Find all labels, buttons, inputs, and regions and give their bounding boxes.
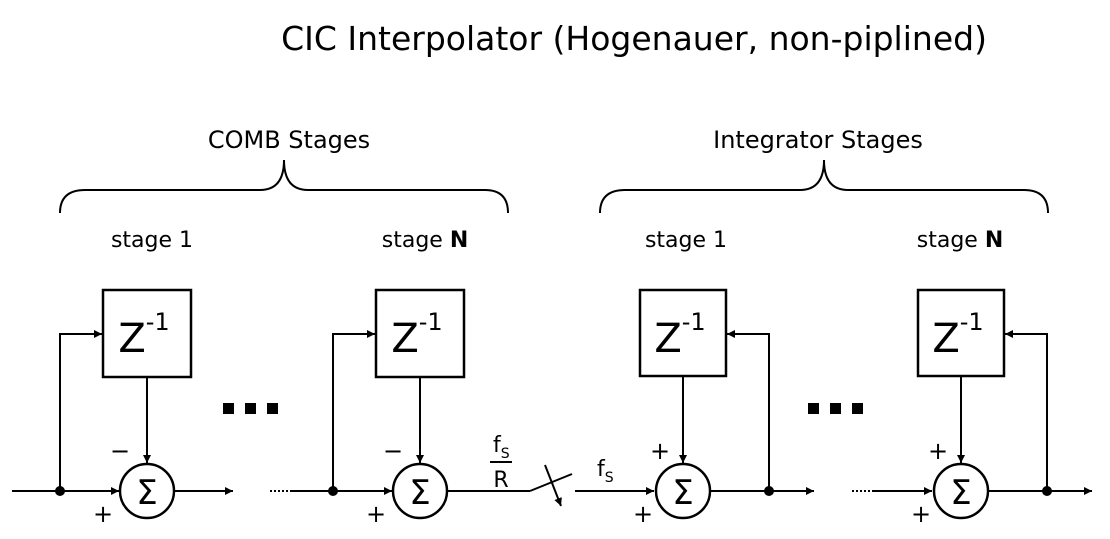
comb-ellipsis bbox=[223, 403, 278, 414]
plus-sign-bottom: + bbox=[911, 500, 931, 528]
integrator-stage-n-label: stage N bbox=[917, 228, 1003, 253]
ellipsis-dot bbox=[267, 403, 278, 414]
delay-block bbox=[101, 288, 193, 379]
comb-stage-n-label: stage N bbox=[382, 228, 468, 253]
rate-output: fS bbox=[597, 457, 614, 486]
delay-label: Z-1 bbox=[391, 308, 442, 362]
ellipsis-dot bbox=[223, 403, 234, 414]
minus-sign: − bbox=[383, 437, 403, 465]
ellipsis-dot bbox=[830, 403, 841, 414]
integrator-stage-1-label: stage 1 bbox=[645, 228, 727, 253]
diagram-title: CIC Interpolator (Hogenauer, non-pipline… bbox=[281, 19, 987, 58]
rate-denominator: R bbox=[493, 468, 508, 493]
comb-stages-label: COMB Stages bbox=[208, 126, 370, 154]
ellipsis-dot bbox=[808, 403, 819, 414]
delay-label: Z-1 bbox=[654, 308, 705, 362]
comb-stage-1-label: stage 1 bbox=[111, 228, 193, 253]
plus-sign-top: + bbox=[928, 437, 948, 465]
delay-label: Z-1 bbox=[118, 308, 169, 362]
integrator-stage-n: Z-1 Σ + + bbox=[852, 288, 1092, 528]
integrator-stage-1: Z-1 Σ + + bbox=[575, 288, 814, 528]
sigma-symbol: Σ bbox=[409, 473, 430, 513]
integrator-ellipsis bbox=[808, 403, 863, 414]
sigma-symbol: Σ bbox=[950, 473, 971, 513]
comb-stage-n: Z-1 Σ − + bbox=[270, 288, 530, 528]
feedback-line bbox=[1005, 330, 1048, 491]
comb-stage-1: Z-1 Σ − + bbox=[12, 288, 233, 528]
delay-block bbox=[638, 288, 728, 378]
ellipsis-dot bbox=[852, 403, 863, 414]
integrator-stages-label: Integrator Stages bbox=[713, 126, 923, 154]
rate-change-switch: fS R fS bbox=[490, 433, 614, 507]
minus-sign: − bbox=[110, 437, 130, 465]
integrator-brace bbox=[599, 159, 1049, 214]
comb-brace bbox=[59, 159, 509, 214]
rate-numerator: fS bbox=[493, 433, 510, 462]
feedback-line bbox=[727, 330, 770, 491]
feedforward-line bbox=[332, 330, 375, 491]
switch-arrow bbox=[544, 464, 562, 507]
plus-sign: + bbox=[93, 500, 113, 528]
plus-sign-bottom: + bbox=[633, 500, 653, 528]
sigma-symbol: Σ bbox=[672, 473, 693, 513]
plus-sign: + bbox=[366, 500, 386, 528]
feedforward-line bbox=[59, 330, 102, 491]
delay-block bbox=[374, 288, 466, 379]
delay-block bbox=[916, 288, 1006, 378]
plus-sign-top: + bbox=[650, 437, 670, 465]
ellipsis-dot bbox=[245, 403, 256, 414]
sigma-symbol: Σ bbox=[136, 473, 157, 513]
delay-label: Z-1 bbox=[932, 308, 983, 362]
